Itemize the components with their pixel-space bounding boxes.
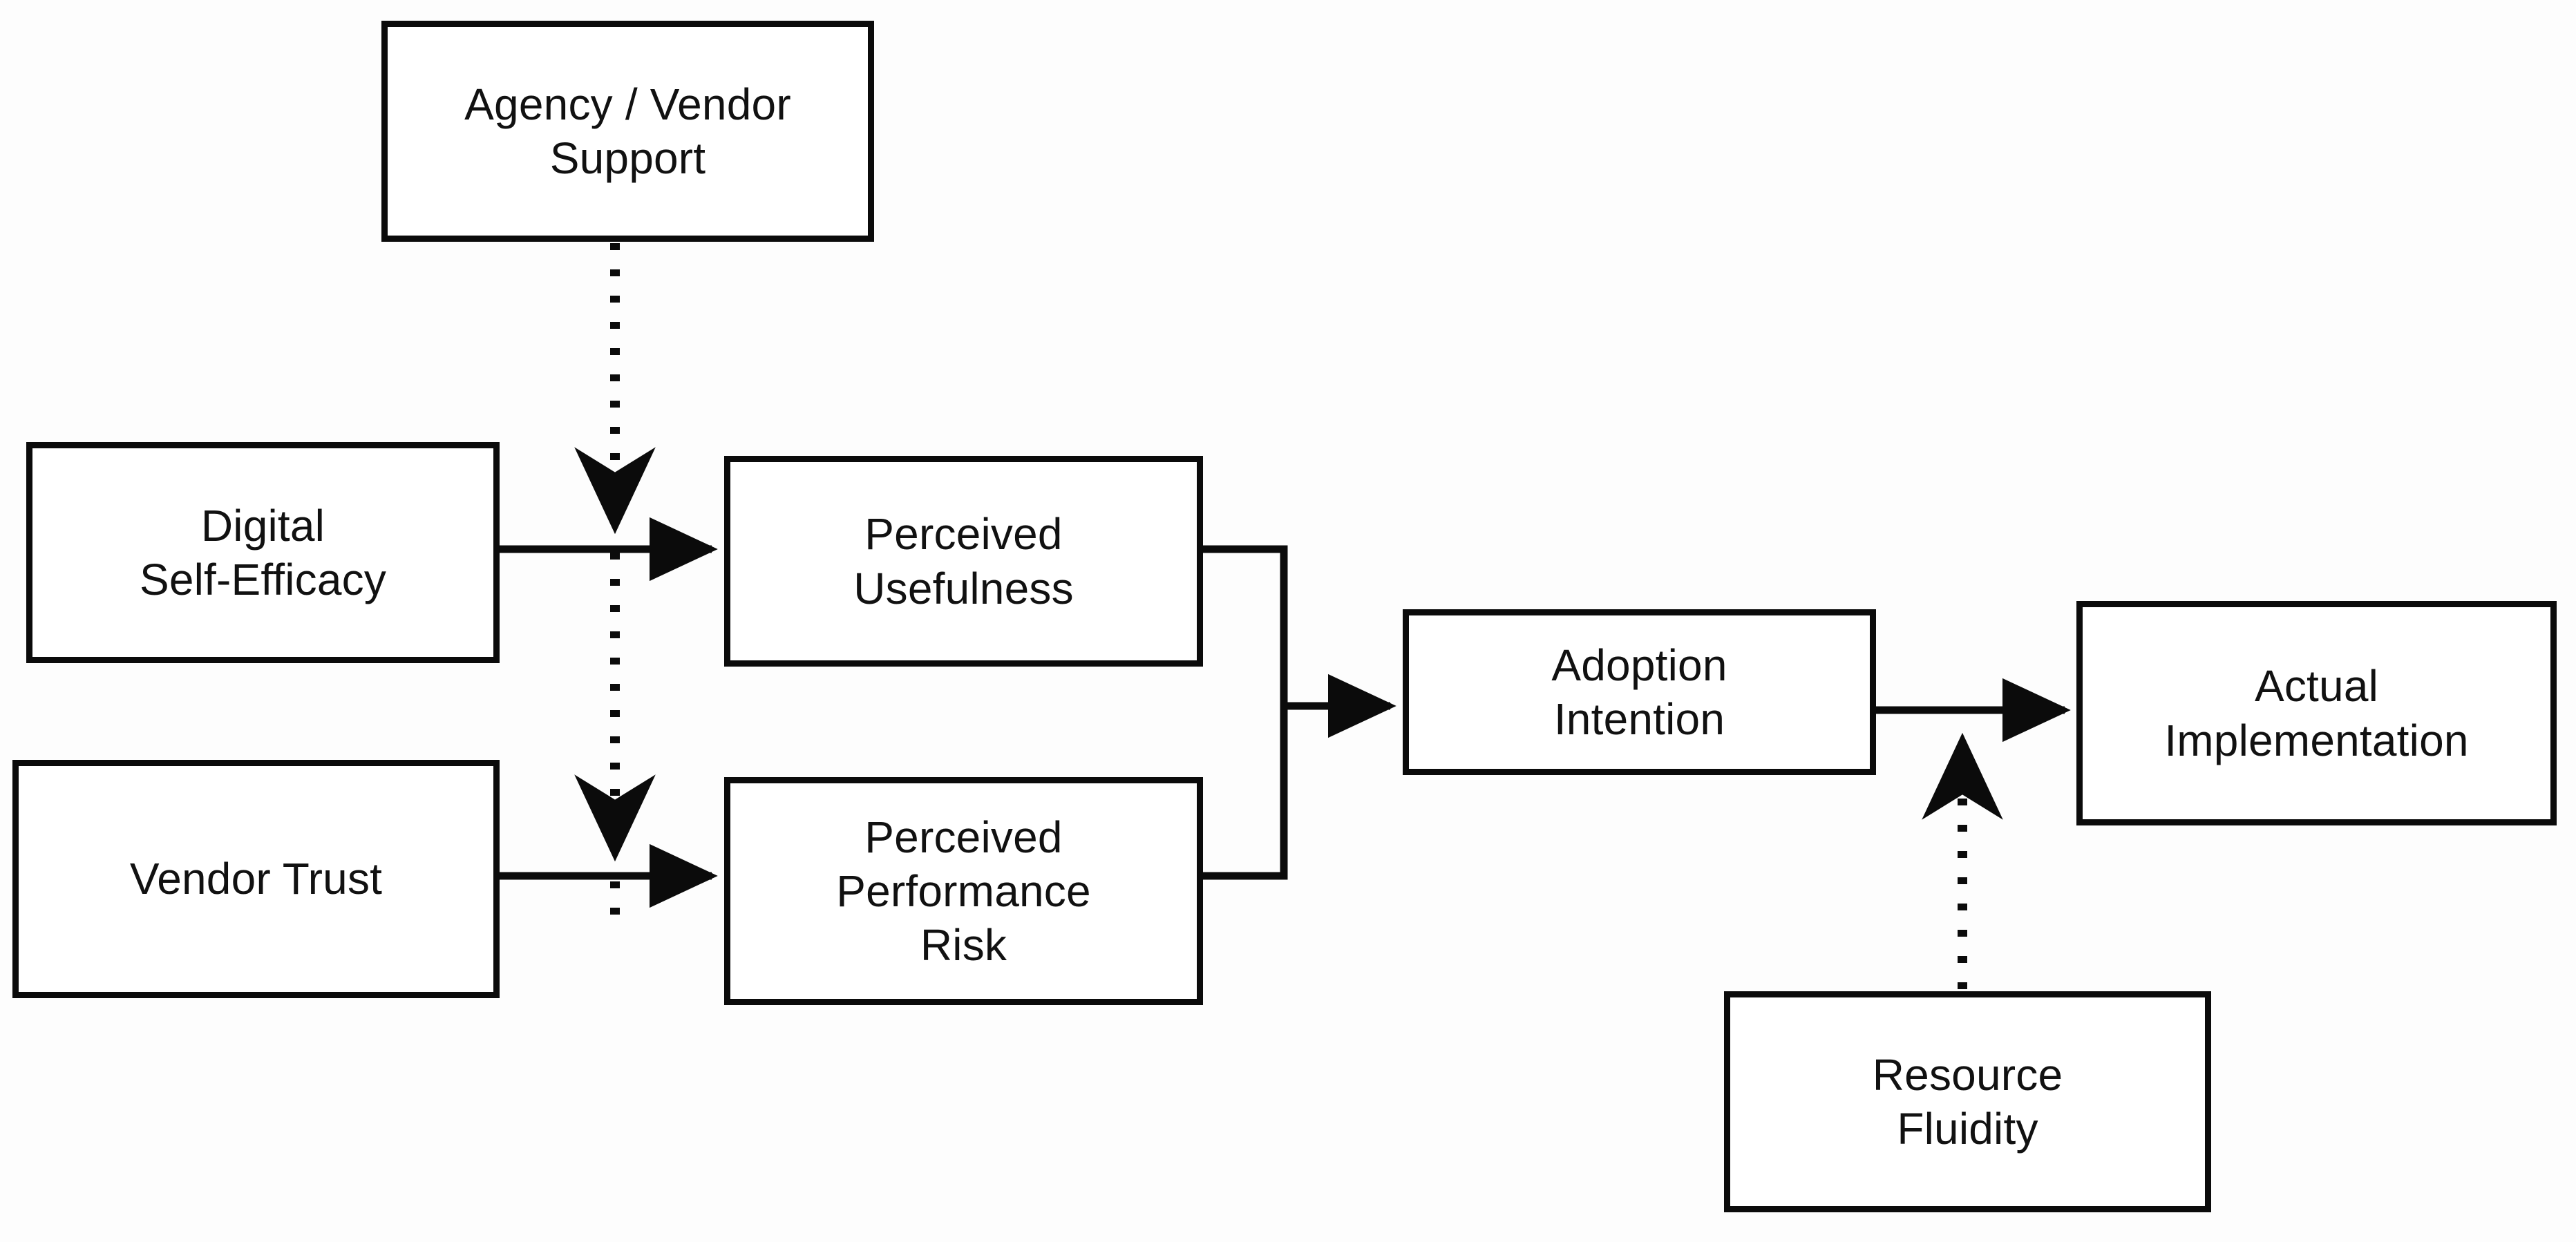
node-label-agency-vendor-support: Agency / Vendor Support (464, 79, 791, 183)
node-label-adoption-intention: Adoption Intention (1551, 640, 1727, 744)
node-digital-self-efficacy[interactable]: Digital Self-Efficacy (26, 442, 500, 663)
node-agency-vendor-support[interactable]: Agency / Vendor Support (381, 21, 874, 242)
node-resource-fluidity[interactable]: Resource Fluidity (1724, 991, 2211, 1212)
node-perceived-usefulness[interactable]: Perceived Usefulness (724, 456, 1203, 667)
node-label-digital-self-efficacy: Digital Self-Efficacy (139, 500, 387, 604)
node-label-perceived-performance-risk: Perceived Performance Risk (836, 812, 1091, 971)
edge-merge-bracket-to-adoption-intention (1203, 545, 1288, 880)
node-label-actual-implementation: Actual Implementation (2164, 661, 2469, 765)
node-label-vendor-trust: Vendor Trust (129, 854, 383, 904)
node-label-resource-fluidity: Resource Fluidity (1872, 1049, 2063, 1154)
node-label-perceived-usefulness: Perceived Usefulness (853, 509, 1074, 613)
node-adoption-intention[interactable]: Adoption Intention (1403, 609, 1876, 775)
node-vendor-trust[interactable]: Vendor Trust (12, 760, 500, 998)
node-perceived-performance-risk[interactable]: Perceived Performance Risk (724, 777, 1203, 1005)
node-actual-implementation[interactable]: Actual Implementation (2076, 601, 2557, 825)
